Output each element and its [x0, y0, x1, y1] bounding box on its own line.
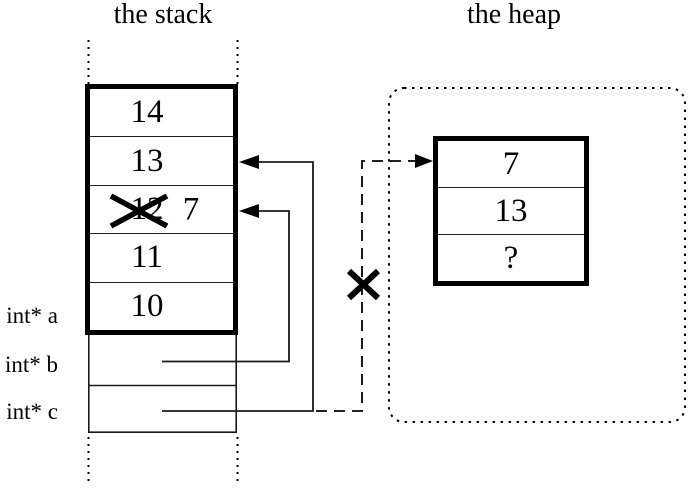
pointer-arrowhead-c: [239, 155, 259, 169]
stack-cell-4: 10: [90, 281, 233, 330]
stack-cell-4-value: 10: [130, 287, 164, 324]
heap-cell-1-value: 13: [494, 192, 528, 229]
pointer-label-c: int* c: [6, 399, 58, 424]
stack-cell-3: 11: [90, 233, 233, 281]
heap-cell-1: 13: [438, 187, 584, 234]
stack-cell-3-value: 11: [131, 239, 163, 276]
stack-cell-2-overwritten: 12 7: [90, 184, 233, 233]
pointer-arrowhead-b: [239, 204, 259, 218]
pointer-label-a: int* a: [6, 303, 58, 328]
stack-cell-0-value: 14: [130, 94, 164, 131]
stack-cell-2-new-value: 7: [182, 191, 200, 228]
stack-cell-0: 14: [90, 89, 233, 136]
stack-box: 14 13 12 7 11 10: [85, 84, 238, 335]
stack-cell-1: 13: [90, 136, 233, 184]
dangling-pointer-line: [316, 160, 416, 412]
heap-cell-2: ?: [438, 234, 584, 281]
stack-title: the stack: [113, 0, 213, 30]
heap-cell-0: 7: [438, 141, 584, 187]
dangling-pointer-arrowhead: [415, 154, 433, 168]
heap-cell-0-value: 7: [502, 145, 520, 182]
pointer-label-b: int* b: [4, 352, 58, 377]
heap-cell-2-value: ?: [503, 239, 519, 276]
stack-cell-1-value: 13: [130, 142, 164, 179]
dangling-x-icon: [346, 268, 381, 301]
heap-box: 7 13 ?: [433, 136, 589, 286]
heap-title: the heap: [466, 0, 562, 30]
